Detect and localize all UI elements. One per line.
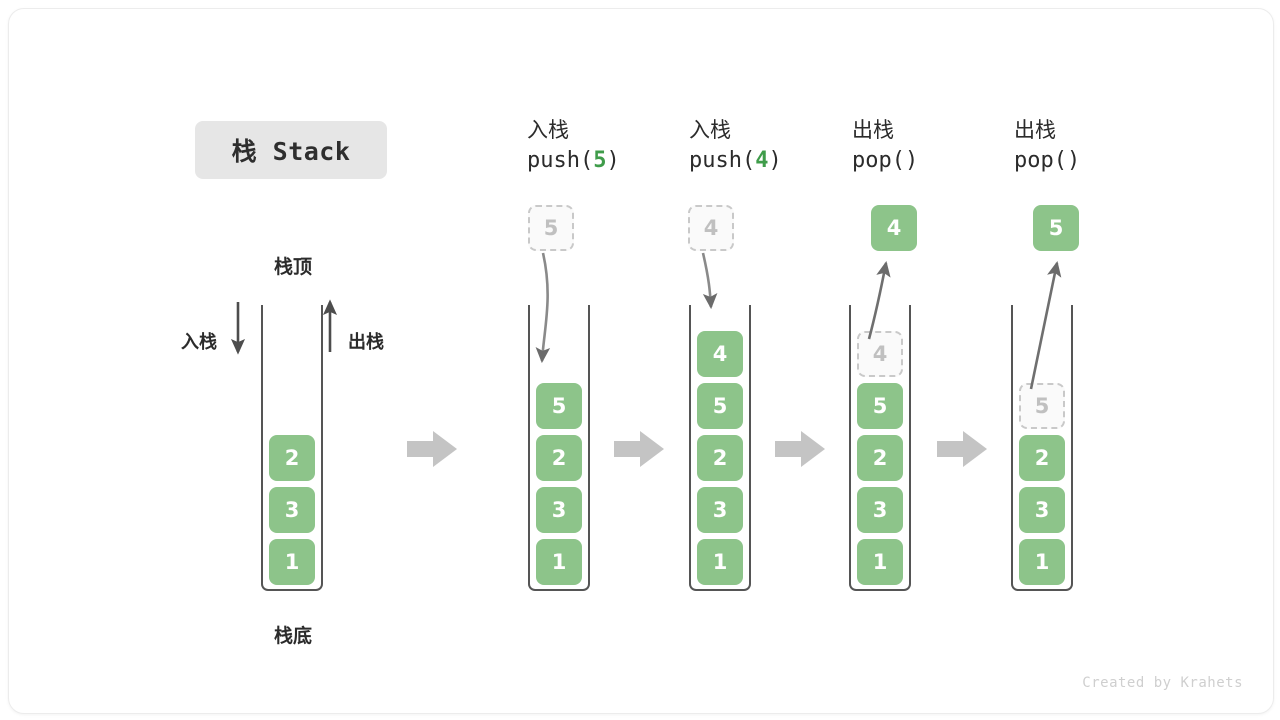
pop-direction-label: 出栈 [348, 332, 384, 353]
stack-bottom-label: 栈底 [273, 625, 312, 647]
code-suffix: ) [904, 148, 919, 174]
stack-cell: 1 [536, 539, 582, 585]
stack-cell: 5 [857, 383, 903, 429]
step-caption-cn: 入栈 [689, 118, 731, 142]
stack-cells-initial: 1 3 2 [263, 429, 321, 585]
stack-cell: 4 [697, 331, 743, 377]
stack-cell: 3 [1019, 487, 1065, 533]
push-direction-label: 入栈 [181, 332, 217, 353]
floating-element-3: 4 [871, 205, 917, 251]
stack-top-label: 栈顶 [273, 256, 312, 278]
code-suffix: ) [768, 148, 782, 174]
step-caption-1: 入栈 push(5) [527, 115, 677, 177]
stack-cell: 3 [269, 487, 315, 533]
step-caption-code: push(5) [527, 145, 677, 177]
floating-element-2: 4 [688, 205, 734, 251]
stack-cells-step-2: 1 3 2 5 4 [691, 325, 749, 585]
stack-cells-step-1: 1 3 2 5 [530, 377, 588, 585]
stack-cells-step-3: 1 3 2 5 4 [851, 325, 909, 585]
stack-cell: 1 [697, 539, 743, 585]
diagram-title-text: 栈 Stack [231, 137, 351, 166]
code-arg: 5 [593, 148, 607, 174]
stack-cell: 2 [536, 435, 582, 481]
stack-cells-step-4: 1 3 2 5 [1013, 377, 1071, 585]
stack-cell: 3 [697, 487, 743, 533]
stack-cell: 1 [269, 539, 315, 585]
step-caption-code: pop() [1014, 145, 1164, 177]
step-caption-cn: 入栈 [527, 118, 569, 142]
code-prefix: pop( [852, 148, 905, 174]
code-suffix: ) [1066, 148, 1081, 174]
flow-arrow-4 [937, 431, 987, 467]
stack-cell: 5 [697, 383, 743, 429]
code-prefix: push( [689, 148, 756, 174]
stack-container-step-4: 1 3 2 5 [1011, 305, 1073, 591]
step-caption-2: 入栈 push(4) [689, 115, 839, 177]
flow-arrow-1 [407, 431, 457, 467]
stack-cell: 5 [536, 383, 582, 429]
step-caption-code: pop() [852, 145, 1002, 177]
flow-arrow-2 [614, 431, 664, 467]
stack-cell: 1 [857, 539, 903, 585]
stack-container-step-3: 1 3 2 5 4 [849, 305, 911, 591]
step-caption-3: 出栈 pop() [852, 115, 1002, 177]
stack-container-step-2: 1 3 2 5 4 [689, 305, 751, 591]
diagram-card: 栈 Stack 栈顶 栈底 入栈 出栈 1 3 2 入栈 push(5) 5 1… [8, 8, 1274, 714]
code-suffix: ) [606, 148, 620, 174]
stack-cell: 2 [1019, 435, 1065, 481]
code-prefix: push( [527, 148, 594, 174]
step-caption-cn: 出栈 [852, 118, 894, 142]
stack-container-initial: 1 3 2 [261, 305, 323, 591]
stack-cell-removed: 4 [857, 331, 903, 377]
footer-credit: Created by Krahets [1082, 675, 1243, 691]
flow-arrow-3 [775, 431, 825, 467]
stack-cell: 2 [697, 435, 743, 481]
stack-cell: 3 [857, 487, 903, 533]
diagram-title-badge: 栈 Stack [195, 121, 387, 179]
step-caption-4: 出栈 pop() [1014, 115, 1164, 177]
floating-element-1: 5 [528, 205, 574, 251]
stack-cell: 2 [269, 435, 315, 481]
stack-cell-removed: 5 [1019, 383, 1065, 429]
step-caption-cn: 出栈 [1014, 118, 1056, 142]
step-caption-code: push(4) [689, 145, 839, 177]
stack-cell: 2 [857, 435, 903, 481]
code-prefix: pop( [1014, 148, 1067, 174]
stack-cell: 1 [1019, 539, 1065, 585]
code-arg: 4 [755, 148, 769, 174]
push-motion-arrow-2 [701, 252, 718, 310]
floating-element-4: 5 [1033, 205, 1079, 251]
stack-container-step-1: 1 3 2 5 [528, 305, 590, 591]
stack-cell: 3 [536, 487, 582, 533]
